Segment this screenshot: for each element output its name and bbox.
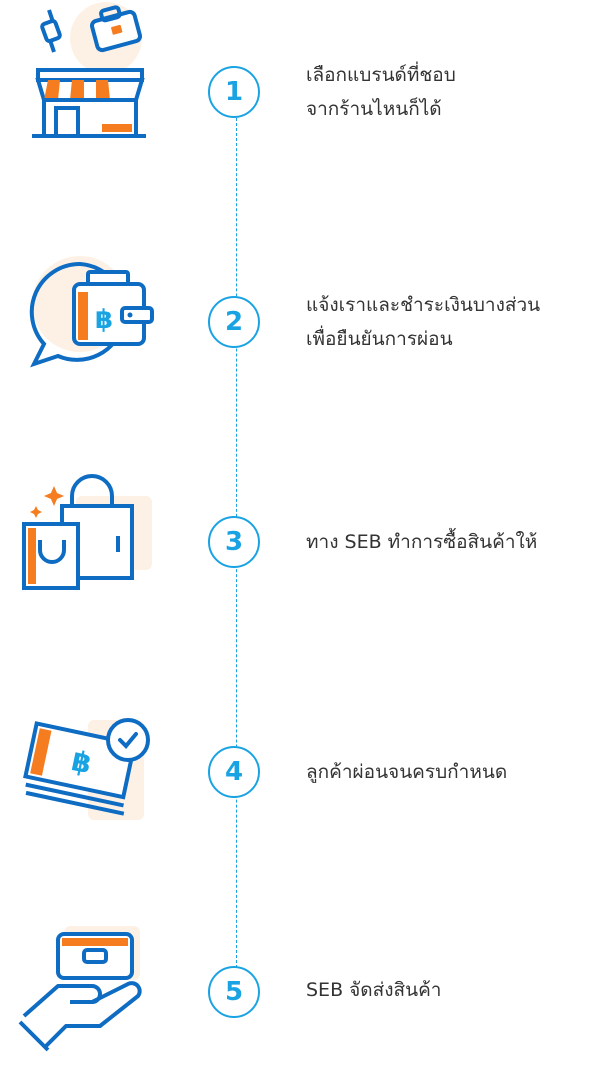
- step-description: เลือกแบรนด์ที่ชอบ จากร้านไหนก็ได้: [306, 58, 596, 126]
- step-number-badge: 1: [208, 66, 260, 118]
- step-description-line: แจ้งเราและชำระเงินบางส่วน: [306, 294, 541, 316]
- hand-bag-icon: [18, 926, 142, 1052]
- step-description-line: ลูกค้าผ่อนจนครบกำหนด: [306, 761, 508, 783]
- step-2: ฿ 2 แจ้งเราและชำระเงินบางส่วน เพื่อยืนยั…: [0, 248, 600, 408]
- step-number-badge: 3: [208, 516, 260, 568]
- step-5: 5 SEB จัดส่งสินค้า: [0, 920, 600, 1080]
- step-description: แจ้งเราและชำระเงินบางส่วน เพื่อยืนยันการ…: [306, 288, 596, 356]
- shopping-bags-icon: [22, 474, 152, 590]
- step-number-badge: 4: [208, 746, 260, 798]
- wallet-chat-icon: ฿: [29, 256, 154, 368]
- step-1: 1 เลือกแบรนด์ที่ชอบ จากร้านไหนก็ได้: [0, 0, 600, 160]
- step-description-line: เลือกแบรนด์ที่ชอบ: [306, 64, 456, 86]
- step-description: SEB จัดส่งสินค้า: [306, 973, 596, 1007]
- step-number-badge: 5: [208, 966, 260, 1018]
- shop-icon: [32, 2, 146, 138]
- step-description: ทาง SEB ทำการซื้อสินค้าให้: [306, 525, 596, 559]
- svg-text:฿: ฿: [95, 305, 113, 335]
- step-description-line: จากร้านไหนก็ได้: [306, 98, 442, 120]
- step-4: ฿ 4 ลูกค้าผ่อนจนครบกำหนด: [0, 706, 600, 866]
- step-description-line: SEB จัดส่งสินค้า: [306, 979, 442, 1001]
- step-3: 3 ทาง SEB ทำการซื้อสินค้าให้: [0, 472, 600, 632]
- step-number-badge: 2: [208, 296, 260, 348]
- step-description-line: เพื่อยืนยันการผ่อน: [306, 328, 453, 350]
- step-description: ลูกค้าผ่อนจนครบกำหนด: [306, 755, 596, 789]
- banknotes-clock-icon: ฿: [23, 718, 150, 820]
- step-description-line: ทาง SEB ทำการซื้อสินค้าให้: [306, 531, 538, 553]
